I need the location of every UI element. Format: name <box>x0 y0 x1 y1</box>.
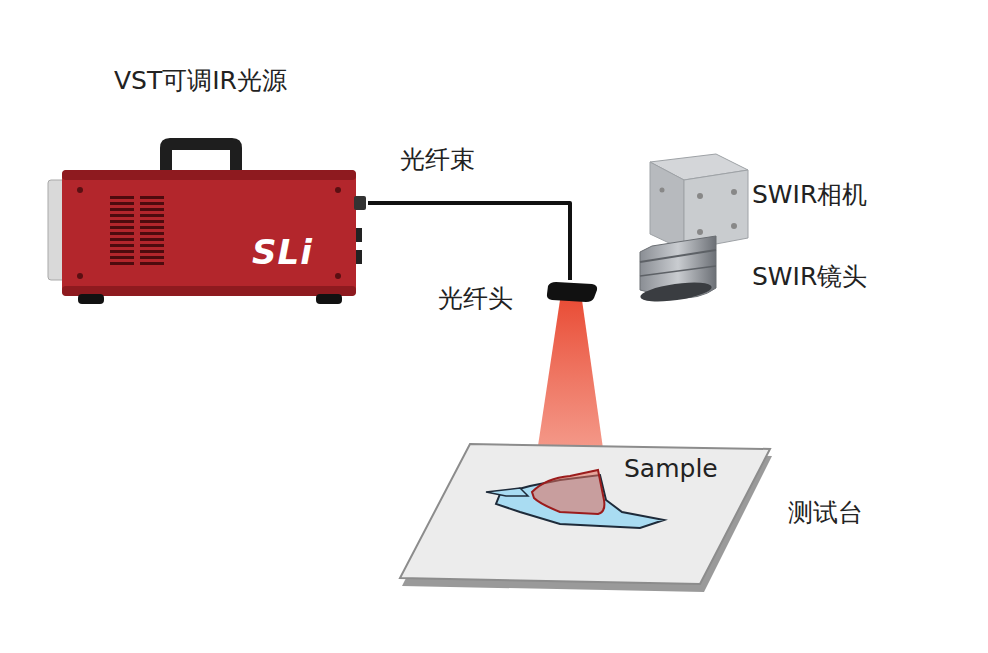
fiber-head <box>547 282 597 302</box>
test-table <box>400 444 772 592</box>
test-table-node: 测试台 Sample <box>396 440 916 596</box>
fiber-head-node: 光纤头 <box>434 280 600 324</box>
fiber-bundle <box>368 203 570 280</box>
swir-camera-node: SWIR相机 SWIR镜头 <box>632 150 922 306</box>
lens-label: SWIR镜头 <box>752 262 867 292</box>
camera-label: SWIR相机 <box>752 180 867 210</box>
edge-label: 光纤束 <box>398 145 477 175</box>
brand-logo: SLi <box>252 232 313 273</box>
light-source-node: VST可调IR光源 SLi <box>44 62 368 306</box>
sample-label: Sample <box>624 454 718 484</box>
light-source-device <box>48 138 366 304</box>
swir-camera <box>639 154 748 305</box>
device-title: VST可调IR光源 <box>114 66 287 96</box>
fiber-head-label: 光纤头 <box>438 284 513 314</box>
table-label: 测试台 <box>788 498 863 528</box>
